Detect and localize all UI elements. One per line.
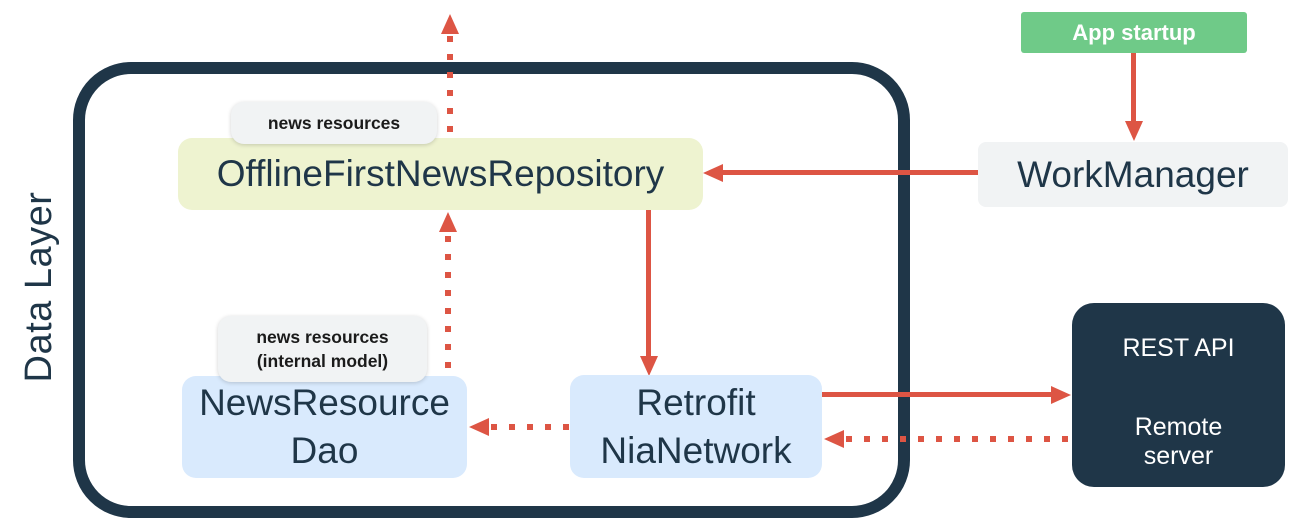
- arrow-retrofit-to-dao: [491, 424, 569, 430]
- workmanager-label: WorkManager: [1017, 153, 1249, 195]
- node-news-resource-dao: NewsResource Dao: [182, 376, 467, 478]
- rest-api-label: REST API: [1122, 334, 1235, 362]
- node-offline-first-news-repository: OfflineFirstNewsRepository: [178, 138, 703, 210]
- annotation-news-resources-internal-model: news resources (internal model): [218, 316, 427, 382]
- arrow-restapi-to-retrofit: [846, 436, 1070, 442]
- arrowhead-restapi-to-retrofit: [824, 430, 844, 448]
- arrow-appstartup-to-workmanager: [1131, 53, 1136, 121]
- retrofit-label-line1: Retrofit: [636, 381, 756, 423]
- node-retrofit-nia-network: Retrofit NiaNetwork: [570, 375, 822, 478]
- arrowhead-repository-to-retrofit: [640, 356, 658, 376]
- remote-server-line1: Remote: [1134, 413, 1223, 441]
- data-layer-container: [73, 62, 910, 518]
- repository-label: OfflineFirstNewsRepository: [216, 153, 665, 194]
- annotation-internal-line1: news resources: [256, 327, 389, 347]
- arrow-repository-to-upper-layer: [447, 36, 453, 138]
- app-startup-label: App startup: [1072, 19, 1196, 45]
- arrowhead-dao-to-repository: [439, 212, 457, 232]
- annotation-news-resources-text: news resources: [267, 113, 401, 133]
- dao-label-line2: Dao: [290, 430, 359, 471]
- arrow-retrofit-to-restapi: [822, 392, 1051, 397]
- arrowhead-appstartup-to-workmanager: [1125, 121, 1143, 141]
- arrow-repository-to-retrofit: [646, 210, 651, 356]
- node-workmanager: WorkManager: [978, 142, 1288, 207]
- dao-label-line1: NewsResource: [199, 382, 450, 423]
- arrowhead-repository-to-upper-layer: [441, 14, 459, 34]
- node-app-startup: App startup: [1021, 12, 1247, 53]
- remote-server-line2: server: [1143, 442, 1214, 470]
- remote-server-label: Remote server: [1135, 413, 1223, 471]
- arrowhead-retrofit-to-dao: [469, 418, 489, 436]
- annotation-news-resources: news resources: [231, 102, 437, 144]
- annotation-internal-line2: (internal model): [256, 351, 389, 371]
- arrowhead-retrofit-to-restapi: [1051, 386, 1071, 404]
- arrow-workmanager-to-repository: [722, 170, 978, 175]
- arrowhead-workmanager-to-repository: [703, 164, 723, 182]
- retrofit-label-line2: NiaNetwork: [600, 429, 792, 471]
- node-rest-api-remote-server: REST API Remote server: [1072, 303, 1285, 487]
- data-layer-label: Data Layer: [18, 191, 60, 383]
- arrow-dao-to-repository: [445, 236, 451, 376]
